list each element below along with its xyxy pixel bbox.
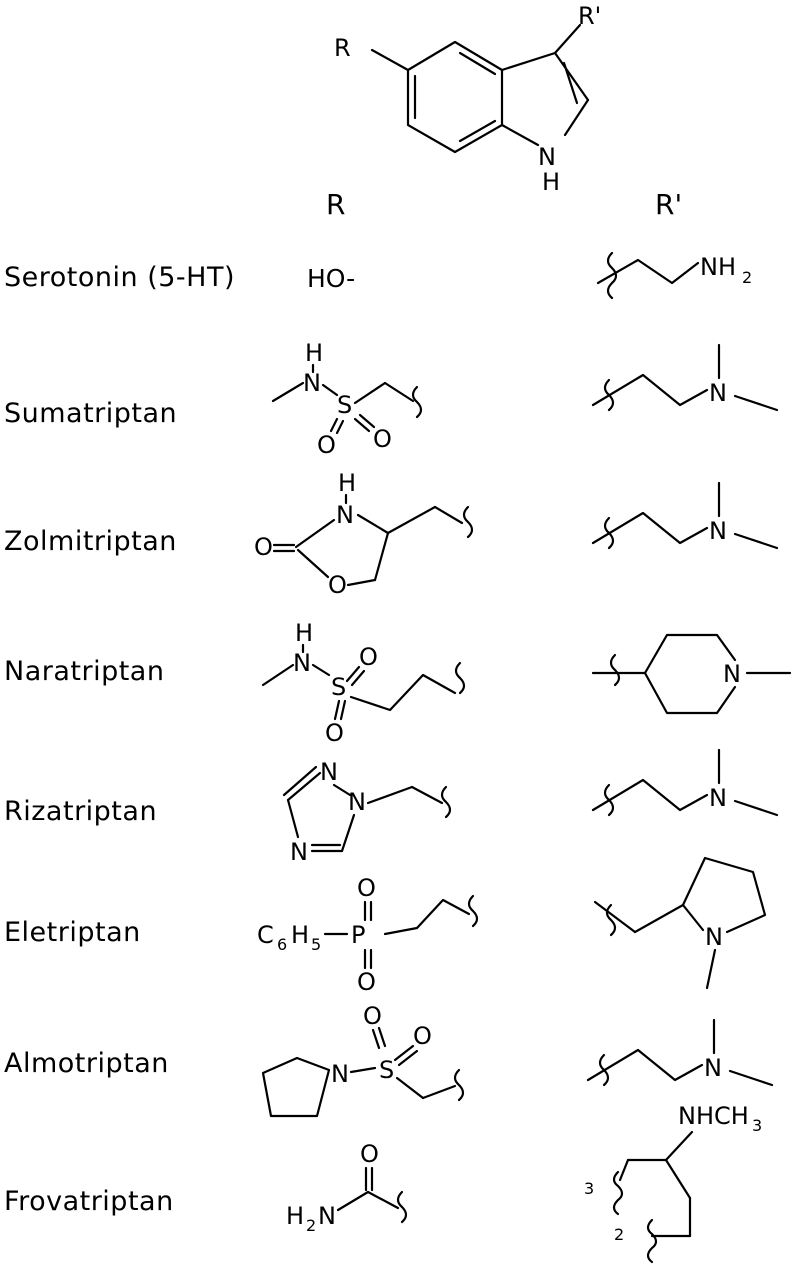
svg-text:H: H xyxy=(305,339,323,367)
scaffold-rprime-label: R' xyxy=(578,2,601,30)
compound-name: Naratriptan xyxy=(4,656,165,687)
rprime-structure: N xyxy=(591,481,779,550)
svg-text:N: N xyxy=(290,838,308,866)
svg-text:O: O xyxy=(357,968,376,996)
svg-text:H: H xyxy=(286,1202,304,1230)
svg-text:N: N xyxy=(723,660,741,688)
rprime-structure: NH 2 xyxy=(596,251,752,300)
svg-text:6: 6 xyxy=(277,935,287,954)
r-group-structure: H N O O xyxy=(254,469,474,599)
svg-text:2: 2 xyxy=(614,1225,624,1244)
svg-text:O: O xyxy=(373,425,392,453)
svg-text:N: N xyxy=(709,784,727,812)
compound-name: Zolmitriptan xyxy=(4,526,177,557)
r-group-structure: O H 2 N xyxy=(286,1140,408,1235)
svg-text:N: N xyxy=(336,501,354,529)
scaffold-nh-n: N xyxy=(538,143,556,171)
column-header-r: R xyxy=(326,188,346,221)
rprime-structure: N xyxy=(591,748,779,817)
svg-text:N: N xyxy=(709,379,727,407)
svg-text:N: N xyxy=(320,758,338,786)
svg-text:O: O xyxy=(325,719,344,747)
r-group-structure: H N S O O xyxy=(261,619,466,747)
compound-name: Frovatriptan xyxy=(4,1186,174,1217)
svg-text:N: N xyxy=(705,923,723,951)
svg-text:O: O xyxy=(363,1002,382,1030)
svg-text:5: 5 xyxy=(311,935,321,954)
svg-text:2: 2 xyxy=(306,1216,316,1235)
svg-text:N: N xyxy=(303,369,321,397)
svg-text:O: O xyxy=(357,874,376,902)
svg-text:O: O xyxy=(413,1022,432,1050)
svg-text:N: N xyxy=(318,1202,336,1230)
svg-text:N: N xyxy=(709,517,727,545)
svg-text:S: S xyxy=(337,391,352,419)
svg-text:N: N xyxy=(348,788,366,816)
svg-text:N: N xyxy=(331,1060,349,1088)
r-group-structure: O O N S xyxy=(261,1002,465,1118)
r-group-structure: O C 6 H 5 P O xyxy=(257,874,479,996)
svg-text:C: C xyxy=(257,921,274,949)
compound-name: Sumatriptan xyxy=(4,398,178,429)
svg-text:S: S xyxy=(331,673,346,701)
svg-text:H: H xyxy=(338,469,356,497)
compound-name: Eletriptan xyxy=(4,917,141,948)
r-group-structure: N N N xyxy=(282,758,452,866)
compound-name: Serotonin (5-HT) xyxy=(4,262,235,293)
scaffold-nh-h: H xyxy=(542,168,560,196)
compound-name: Almotriptan xyxy=(4,1048,169,1079)
svg-text:N: N xyxy=(293,649,311,677)
svg-text:NH: NH xyxy=(700,253,736,281)
scaffold-r-label: R xyxy=(334,34,351,62)
svg-text:N: N xyxy=(704,1054,722,1082)
svg-text:P: P xyxy=(351,921,365,949)
rprime-structure: N xyxy=(593,856,767,990)
svg-text:2: 2 xyxy=(742,268,752,287)
indole-scaffold-structure: R R' N H xyxy=(334,2,601,196)
rprime-structure: N xyxy=(591,633,792,715)
svg-text:S: S xyxy=(379,1056,394,1084)
svg-text:H: H xyxy=(295,619,313,647)
svg-text:O: O xyxy=(254,533,273,561)
svg-text:O: O xyxy=(317,431,336,459)
svg-text:H: H xyxy=(291,921,309,949)
svg-text:O: O xyxy=(360,1140,379,1168)
rprime-structure: N xyxy=(591,343,779,412)
svg-text:NHCH: NHCH xyxy=(678,1102,749,1130)
column-header-rprime: R' xyxy=(655,188,683,221)
rprime-structure: N xyxy=(586,1018,774,1087)
rprime-structure: NHCH 3 3 2 xyxy=(584,1102,762,1264)
svg-text:3: 3 xyxy=(584,1179,594,1198)
svg-text:O: O xyxy=(359,643,378,671)
svg-text:3: 3 xyxy=(752,1116,762,1135)
r-group-structure: H N S O O xyxy=(271,339,423,459)
compound-name: Rizatriptan xyxy=(4,796,158,827)
svg-text:O: O xyxy=(328,571,347,599)
r-group-hydroxy: HO- xyxy=(307,264,356,293)
